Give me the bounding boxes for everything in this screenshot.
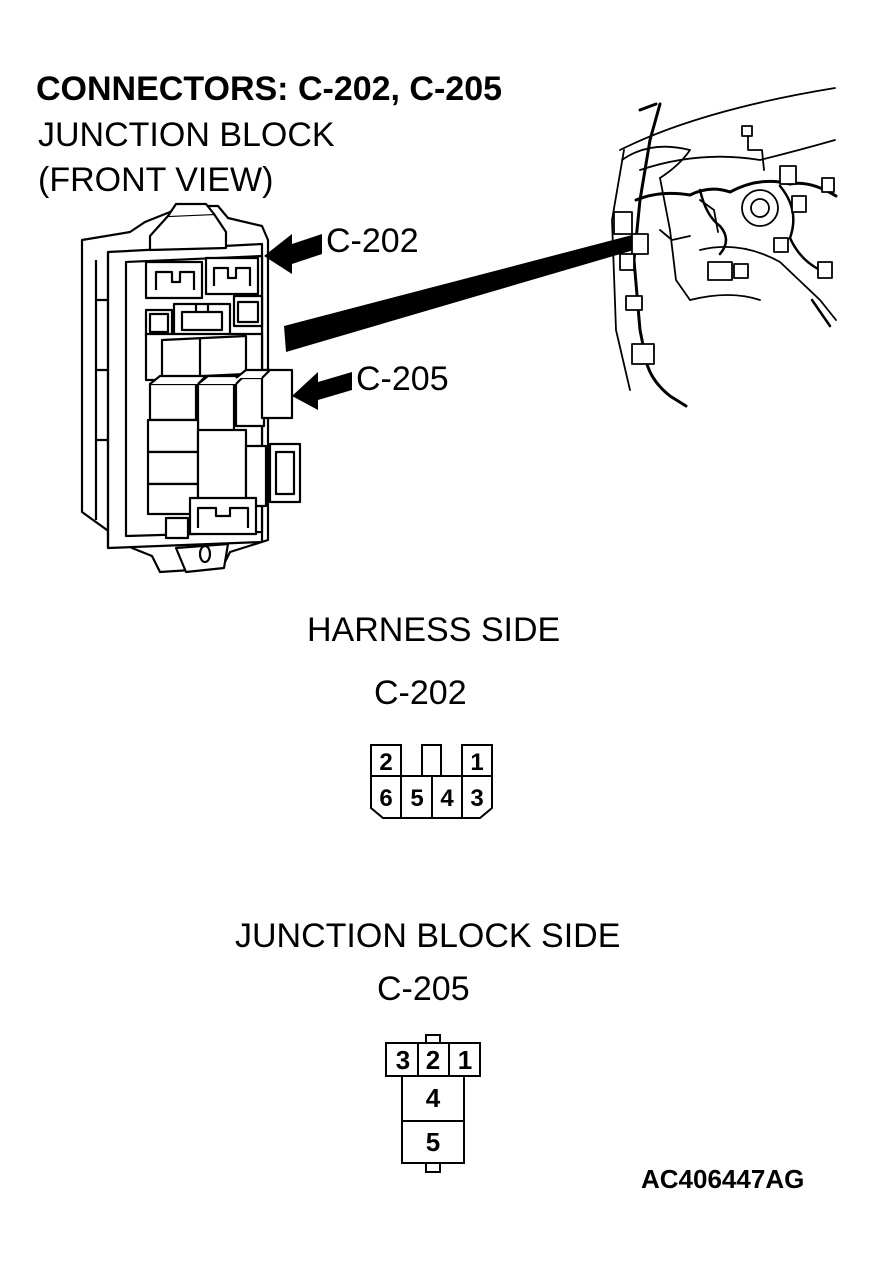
pin-label: 5: [410, 785, 423, 812]
subtitle-front-view: (FRONT VIEW): [38, 161, 274, 199]
connector-c202-face: [370, 744, 493, 819]
connector-c205-pins: 3 2 1 4 5: [396, 1045, 472, 1157]
junction-block-side-heading: JUNCTION BLOCK SIDE: [235, 917, 621, 955]
arrow-icon: [264, 234, 322, 274]
subtitle-junction-block: JUNCTION BLOCK: [38, 116, 335, 154]
page-title: CONNECTORS: C-202, C-205: [36, 70, 503, 108]
connector-c202-pins: 2 1 6 5 4 3: [379, 749, 483, 812]
pin-label: 4: [426, 1083, 441, 1113]
pin-label: 1: [470, 749, 483, 776]
pin-label: 2: [379, 749, 392, 776]
pin-label: 2: [426, 1045, 440, 1075]
junction-block-side-connector-name: C-205: [377, 970, 470, 1008]
pin-label: 1: [458, 1045, 472, 1075]
pin-label: 3: [470, 785, 483, 812]
figure-code: AC406447AG: [641, 1164, 805, 1194]
vehicle-location-sketch: [611, 87, 838, 408]
harness-side-heading: HARNESS SIDE: [307, 611, 561, 649]
callout-label-c205: C-205: [356, 360, 449, 398]
callout-label-c202: C-202: [326, 222, 419, 260]
callout-arrows: [264, 234, 352, 410]
junction-block-illustration: [80, 202, 302, 574]
pin-label: 6: [379, 785, 392, 812]
connector-c205-face: [385, 1034, 481, 1173]
location-pointer: [284, 234, 636, 352]
arrow-icon: [292, 372, 352, 410]
pin-label: 3: [396, 1045, 410, 1075]
pin-label: 5: [426, 1127, 440, 1157]
harness-side-connector-name: C-202: [374, 674, 467, 712]
pin-label: 4: [440, 785, 454, 812]
